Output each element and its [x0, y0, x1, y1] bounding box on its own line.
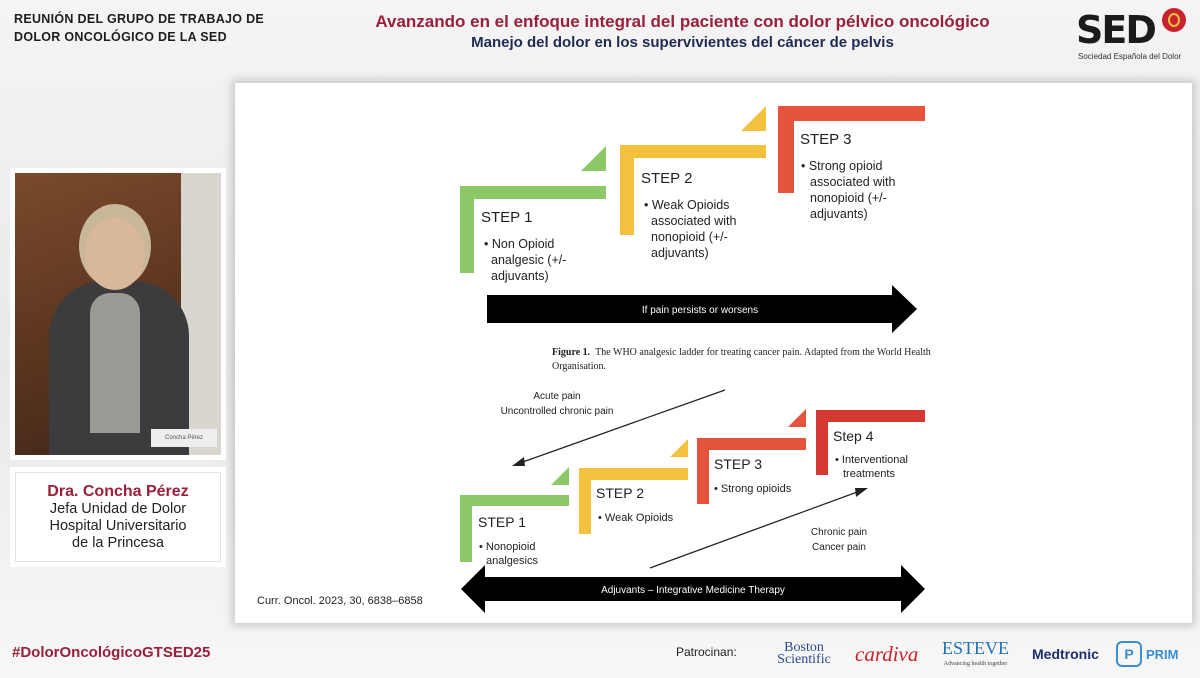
bottom-step-3-bracket [697, 438, 806, 504]
presentation-slide: STEP 1 • Non Opioid analgesic (+/- adjuv… [235, 83, 1192, 623]
top-step-2-triangle [741, 106, 766, 131]
top-step-1: STEP 1 • Non Opioid analgesic (+/- adjuv… [460, 146, 606, 283]
session-subtitle: Manejo del dolor en los supervivientes d… [471, 34, 894, 51]
top-step-2-line1: • Weak Opioids [644, 198, 729, 212]
sponsor-esteve-logo: ESTEVE Advancing health together [942, 638, 1009, 668]
speaker-figure-shirt [90, 293, 140, 433]
sponsor-cardiva-logo: cardiva [855, 641, 919, 666]
speaker-video: Concha Pérez [15, 173, 221, 455]
bottom-step-1-line2: analgesics [486, 555, 538, 567]
bottom-step-4-line2: treatments [843, 468, 895, 480]
sponsors-label: Patrocinan: [676, 645, 737, 659]
boston-line2: Scientific [777, 652, 831, 667]
speaker-name: Dra. Concha Pérez [47, 483, 189, 500]
top-step-1-triangle [581, 146, 606, 171]
video-nameplate: Concha Pérez [151, 429, 217, 447]
top-step-2-bracket [620, 145, 766, 235]
top-step-3: STEP 3 • Strong opioid associated with n… [778, 106, 925, 221]
slide-citation: Curr. Oncol. 2023, 30, 6838–6858 [257, 595, 423, 607]
meeting-title: REUNIÓN DEL GRUPO DE TRABAJO DE DOLOR ON… [14, 10, 314, 46]
down-label-line2: Uncontrolled chronic pain [501, 406, 614, 417]
bottom-step-4-title: Step 4 [833, 428, 874, 444]
esteve-name: ESTEVE [942, 638, 1009, 658]
boston-line1: Boston [784, 640, 824, 655]
figure-caption-label: Figure 1. [552, 347, 591, 358]
top-arrow-label: If pain persists or worsens [642, 305, 758, 316]
bottom-step-3-triangle [788, 409, 806, 427]
bottom-step-3-title: STEP 3 [714, 456, 762, 472]
down-label-line1: Acute pain [533, 391, 580, 402]
speaker-role-line3: de la Princesa [72, 535, 164, 551]
event-hashtag: #DolorOncológicoGTSED25 [12, 644, 211, 661]
prim-name: PRIM [1146, 646, 1179, 662]
speaker-video-frame: Concha Pérez [10, 168, 226, 460]
bottom-step-2-title: STEP 2 [596, 485, 644, 501]
figure-caption-line2: Organisation. [552, 361, 606, 372]
bottom-step-3-line1: • Strong opioids [714, 483, 792, 495]
top-step-1-line3: adjuvants) [491, 269, 549, 283]
down-arrow-line [519, 389, 726, 464]
top-step-3-line2: associated with [810, 175, 896, 189]
bottom-step-3: STEP 3 • Strong opioids [697, 409, 806, 504]
sed-logo-caption: Sociedad Española del Dolor [1078, 52, 1182, 61]
top-step-2-line2: associated with [651, 214, 737, 228]
speaker-figure-head [85, 218, 145, 290]
speaker-card: Dra. Concha Pérez Jefa Unidad de Dolor H… [10, 467, 226, 567]
bottom-step-1: STEP 1 • Nonopioid analgesics [460, 467, 569, 567]
sed-logo: SED Sociedad Española del Dolor [1072, 8, 1190, 66]
speaker-role-line1: Jefa Unidad de Dolor [49, 501, 187, 517]
top-step-2: STEP 2 • Weak Opioids associated with no… [620, 106, 766, 260]
bottom-step-2-triangle [670, 439, 688, 457]
figure-caption-text: The WHO analgesic ladder for treating ca… [595, 347, 931, 358]
bottom-step-1-title: STEP 1 [478, 514, 526, 530]
top-step-1-bracket [460, 186, 606, 273]
meeting-title-line2: DOLOR ONCOLÓGICO DE LA SED [14, 30, 227, 44]
top-step-1-line2: analgesic (+/- [491, 253, 566, 267]
sed-logo-mark-inner [1168, 13, 1180, 27]
down-arrow-head [512, 457, 525, 466]
up-label-line1: Chronic pain [811, 527, 867, 538]
speaker-role-line2: Hospital Universitario [49, 518, 187, 534]
top-step-2-line3: nonopioid (+/- [651, 230, 728, 244]
prim-icon: P [1116, 641, 1142, 667]
adjuvants-double-arrow [461, 565, 925, 613]
top-step-2-line4: adjuvants) [651, 246, 709, 260]
speaker-card-inner: Dra. Concha Pérez Jefa Unidad de Dolor H… [15, 472, 221, 562]
top-step-3-title: STEP 3 [800, 131, 851, 148]
session-title: Avanzando en el enfoque integral del pac… [375, 12, 990, 31]
esteve-tagline: Advancing health together [943, 661, 1008, 667]
bottom-step-2: STEP 2 • Weak Opioids [579, 439, 688, 534]
bottom-step-4: Step 4 • Interventional treatments [816, 410, 925, 480]
up-arrow-head [855, 488, 868, 497]
figure-caption-line1: Figure 1. The WHO analgesic ladder for tr… [552, 347, 931, 358]
top-step-3-bracket [778, 106, 925, 193]
bottom-step-1-bracket [460, 495, 569, 562]
top-step-2-title: STEP 2 [641, 170, 692, 187]
bottom-step-1-triangle [551, 467, 569, 485]
bottom-step-1-line1: • Nonopioid [479, 541, 535, 553]
sponsor-boston-scientific-logo: Boston Scientific [770, 640, 838, 668]
top-step-1-line1: • Non Opioid [484, 237, 554, 251]
bottom-step-2-bracket [579, 468, 688, 534]
top-progress-arrow [487, 285, 917, 333]
sed-logo-text: SED [1076, 8, 1157, 52]
top-step-3-line4: adjuvants) [810, 207, 868, 221]
top-step-3-line1: • Strong opioid [801, 159, 883, 173]
up-arrow-line [649, 490, 861, 569]
top-step-1-title: STEP 1 [481, 209, 532, 226]
bottom-step-2-line1: • Weak Opioids [598, 512, 674, 524]
adjuvants-arrow-label: Adjuvants – Integrative Medicine Therapy [601, 585, 785, 596]
up-label-line2: Cancer pain [812, 542, 866, 553]
bottom-step-4-bracket [816, 410, 925, 475]
meeting-title-line1: REUNIÓN DEL GRUPO DE TRABAJO DE [14, 12, 265, 26]
top-step-3-line3: nonopioid (+/- [810, 191, 887, 205]
sponsor-medtronic-logo: Medtronic [1032, 646, 1099, 662]
sponsor-prim-logo: P PRIM [1116, 640, 1179, 668]
ladder-diagram: STEP 1 • Non Opioid analgesic (+/- adjuv… [257, 106, 931, 613]
bottom-step-4-line1: • Interventional [835, 454, 908, 466]
